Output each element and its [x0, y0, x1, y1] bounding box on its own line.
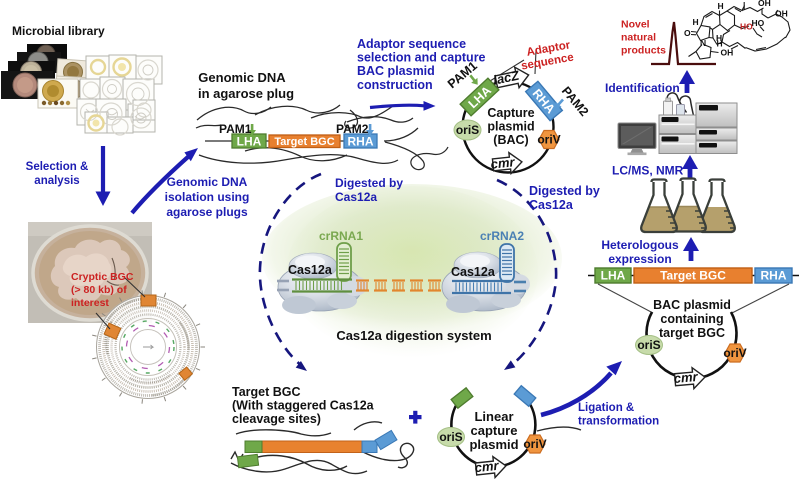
svg-text:Linear: Linear: [474, 409, 513, 424]
svg-text:plasmid: plasmid: [469, 437, 518, 452]
svg-text:Ligation &: Ligation &: [578, 402, 634, 414]
svg-text:capture: capture: [471, 423, 518, 438]
svg-text:Cas12a digestion system: Cas12a digestion system: [336, 328, 491, 343]
svg-text:crRNA2: crRNA2: [480, 229, 524, 243]
svg-text:OH: OH: [758, 0, 771, 8]
svg-text:Identification: Identification: [605, 81, 680, 95]
svg-text:Cas12a: Cas12a: [288, 263, 333, 277]
svg-text:(> 80 kb) of: (> 80 kb) of: [71, 284, 127, 296]
svg-text:RHA: RHA: [348, 135, 374, 149]
svg-text:H: H: [717, 39, 723, 49]
svg-text:Microbial library: Microbial library: [12, 24, 105, 38]
svg-text:oriV: oriV: [723, 346, 746, 360]
svg-text:Cas12a: Cas12a: [451, 265, 496, 279]
svg-text:plasmid: plasmid: [487, 120, 534, 134]
svg-text:H: H: [716, 33, 722, 43]
svg-text:target BGC: target BGC: [659, 326, 725, 340]
svg-text:Genomic DNA: Genomic DNA: [167, 175, 248, 189]
svg-text:natural: natural: [621, 32, 656, 44]
svg-text:Novel: Novel: [621, 19, 650, 31]
svg-text:O: O: [684, 28, 691, 38]
svg-text:Cryptic BGC: Cryptic BGC: [71, 271, 134, 283]
svg-text:oriV: oriV: [537, 133, 560, 147]
svg-text:LC/MS, NMR: LC/MS, NMR: [612, 164, 684, 178]
svg-text:selection and capture: selection and capture: [357, 51, 486, 65]
svg-text:crRNA1: crRNA1: [319, 229, 363, 243]
svg-text:Digested by: Digested by: [335, 176, 403, 190]
svg-text:oriS: oriS: [456, 123, 479, 137]
svg-text:analysis: analysis: [34, 175, 79, 187]
svg-text:products: products: [621, 45, 666, 57]
svg-text:RHA: RHA: [761, 269, 787, 283]
svg-text:OH: OH: [775, 9, 788, 19]
svg-text:BAC plasmid: BAC plasmid: [653, 298, 731, 312]
svg-text:cleavage sites): cleavage sites): [232, 412, 321, 426]
svg-text:OH: OH: [721, 48, 734, 58]
svg-text:construction: construction: [357, 78, 433, 92]
svg-text:Heterologous: Heterologous: [601, 238, 679, 252]
svg-text:HO: HO: [740, 22, 753, 32]
svg-text:PAM2: PAM2: [559, 84, 591, 119]
svg-text:Adaptor sequence: Adaptor sequence: [357, 37, 466, 51]
svg-text:LHA: LHA: [237, 135, 262, 149]
svg-text:HO: HO: [752, 18, 765, 28]
svg-text:transformation: transformation: [578, 416, 659, 428]
svg-text:LHA: LHA: [601, 269, 626, 283]
svg-text:containing: containing: [660, 312, 723, 326]
svg-text:Capture: Capture: [487, 106, 534, 120]
svg-text:Cas12a: Cas12a: [335, 190, 377, 204]
svg-text:Target BGC: Target BGC: [274, 136, 334, 148]
svg-text:cmr: cmr: [474, 458, 500, 476]
svg-text:expression: expression: [608, 252, 671, 266]
svg-text:Target BGC: Target BGC: [660, 269, 726, 283]
svg-text:oriS: oriS: [439, 430, 462, 444]
svg-text:cmr: cmr: [673, 369, 699, 386]
svg-text:cmr: cmr: [490, 154, 516, 172]
svg-text:isolation using: isolation using: [165, 190, 250, 204]
svg-text:H: H: [718, 1, 724, 11]
svg-text:Cas12a: Cas12a: [529, 198, 574, 212]
svg-text:|: |: [743, 0, 745, 10]
svg-text:PAM2: PAM2: [336, 122, 369, 136]
svg-text:Selection &: Selection &: [26, 161, 89, 173]
svg-text:in agarose plug: in agarose plug: [198, 86, 294, 101]
svg-text:Target BGC: Target BGC: [232, 385, 301, 399]
svg-text:Genomic DNA: Genomic DNA: [198, 70, 286, 85]
svg-text:BAC plasmid: BAC plasmid: [357, 64, 435, 78]
svg-text:H: H: [693, 17, 699, 27]
svg-text:lacZ: lacZ: [492, 67, 522, 87]
svg-text:(BAC): (BAC): [493, 133, 528, 147]
svg-text:(With staggered Cas12a: (With staggered Cas12a: [232, 399, 375, 413]
svg-text:N: N: [700, 38, 706, 48]
svg-text:oriS: oriS: [637, 338, 660, 352]
svg-text:interest: interest: [71, 297, 109, 309]
svg-text:oriV: oriV: [523, 437, 546, 451]
svg-text:Digested by: Digested by: [529, 184, 600, 198]
svg-text:agarose plugs: agarose plugs: [166, 205, 248, 219]
svg-text:PAM1: PAM1: [219, 122, 252, 136]
